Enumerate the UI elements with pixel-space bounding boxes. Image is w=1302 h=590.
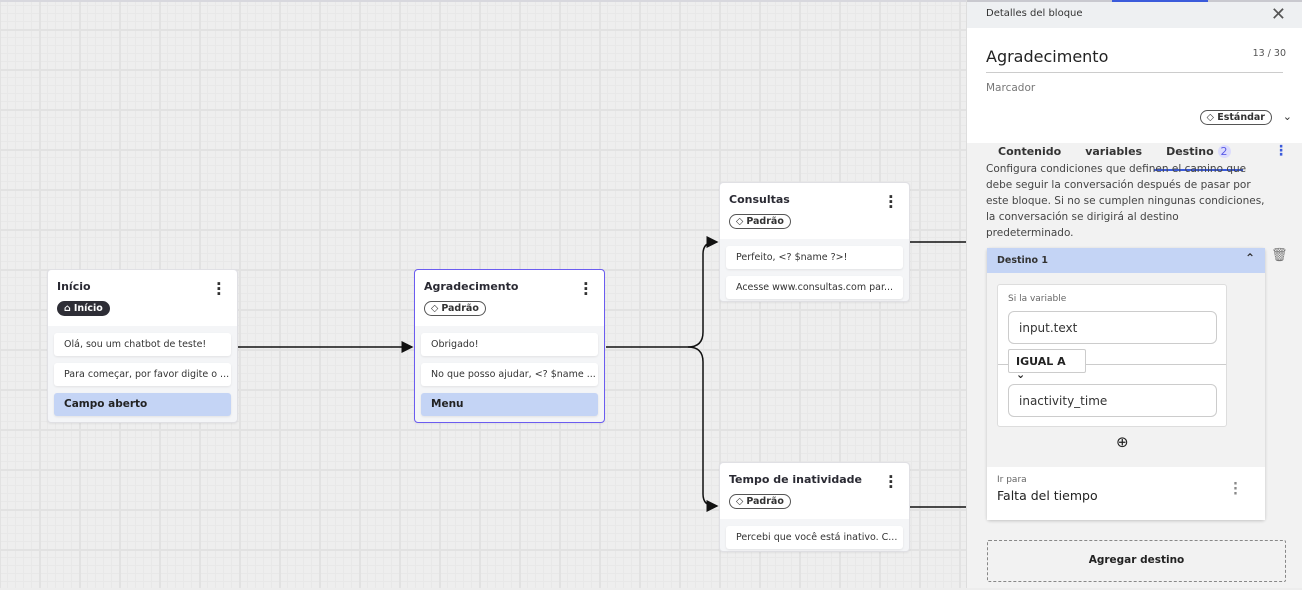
tag-label: Padrão [441, 303, 479, 314]
more-options-icon[interactable]: ··· [216, 275, 222, 303]
panel-title: Detalles del bloque [986, 8, 1083, 19]
goto-label: Ir para [997, 475, 1027, 485]
message-item[interactable]: Percebi que você está inativo. C... [726, 526, 903, 549]
edges [238, 236, 966, 512]
destination-title: Destino 1 [997, 255, 1048, 266]
goto-value: Falta del tiempo [997, 488, 1098, 503]
tab-destino[interactable]: Destino 2 [1154, 134, 1243, 171]
tag-icon: ◇ [736, 496, 744, 507]
condition-label: Si la variable [1008, 294, 1067, 304]
message-item[interactable]: Perfeito, <? $name ?>! [726, 246, 903, 269]
start-tag: ⌂Início [57, 301, 110, 316]
message-item[interactable]: Acesse www.consultas.com par... [726, 276, 903, 299]
more-options-icon[interactable]: ··· [888, 468, 894, 496]
message-item[interactable]: Olá, sou um chatbot de teste! [54, 333, 231, 356]
condition-box: Si la variable input.text IGUAL A ⌄ inac… [997, 284, 1227, 427]
tag-label: Padrão [746, 496, 784, 507]
operator-value: IGUAL A [1016, 355, 1066, 368]
chevron-up-icon[interactable]: ⌃ [1244, 251, 1255, 265]
goto-section[interactable]: Ir para Falta del tiempo ··· [987, 467, 1265, 520]
node-title: Início [57, 280, 91, 293]
more-options-icon[interactable]: ··· [1233, 477, 1238, 502]
divider [998, 364, 1226, 365]
tag-icon: ◇ [736, 216, 744, 227]
add-destination-button[interactable]: Agregar destino [987, 540, 1286, 582]
home-icon: ⌂ [64, 303, 71, 314]
destination-header[interactable]: Destino 1 ⌃ [987, 248, 1265, 273]
edge-agradecimento-tempo [687, 346, 719, 512]
message-item[interactable]: Para começar, por favor digite o ... [54, 363, 231, 386]
tab-contenido[interactable]: Contenido [998, 145, 1062, 158]
marker-label: Marcador [986, 82, 1036, 94]
flow-canvas[interactable]: Início ··· ⌂Início Olá, sou um chatbot d… [0, 0, 966, 588]
input-item[interactable]: Campo aberto [54, 393, 231, 416]
tag-badge: ◇Padrão [729, 494, 791, 509]
tag-badge: ◇Padrão [729, 214, 791, 229]
tab-variables[interactable]: variables [1085, 145, 1143, 158]
message-item[interactable]: No que posso ajudar, <? $name ... [421, 363, 598, 386]
destination-card: Destino 1 ⌃ Si la variable input.text IGU… [987, 248, 1265, 520]
destination-description: Configura condiciones que definen el cam… [986, 163, 1265, 239]
marker-select[interactable]: ◇ Estándar [1199, 110, 1272, 125]
value-input[interactable]: inactivity_time [1008, 384, 1217, 417]
node-agradecimento[interactable]: Agradecimento ··· ◇Padrão Obrigado! No q… [414, 269, 605, 423]
node-inicio[interactable]: Início ··· ⌂Início Olá, sou um chatbot d… [47, 269, 238, 423]
tag-label: Padrão [746, 216, 784, 227]
panel-header: Detalles del bloque ✕ [967, 2, 1302, 28]
marker-value: Estándar [1217, 112, 1265, 123]
node-title: Consultas [729, 193, 790, 206]
tag-icon: ◇ [431, 303, 439, 314]
node-title: Tempo de inatividade [729, 473, 863, 486]
more-options-icon[interactable]: ··· [888, 188, 894, 216]
tag-icon: ◇ [1206, 112, 1218, 123]
edge-agradecimento-consultas [606, 236, 719, 348]
more-options-icon[interactable]: ··· [583, 275, 589, 303]
close-icon[interactable]: ✕ [1270, 4, 1286, 25]
block-name-input[interactable]: Agradecimento [986, 28, 1283, 73]
panel-top-bar [967, 0, 1302, 2]
chevron-down-icon[interactable]: ⌄ [1282, 110, 1292, 123]
trash-icon[interactable]: 🗑 [1271, 248, 1288, 263]
add-condition-icon[interactable]: ⊕ [1116, 433, 1129, 451]
tab-label: Destino [1166, 145, 1214, 158]
accent-bar [1112, 0, 1208, 2]
tag-label: Início [73, 303, 103, 314]
chevron-down-icon: ⌄ [1016, 368, 1026, 381]
operator-select[interactable]: IGUAL A ⌄ [1008, 349, 1086, 381]
tag-badge: ◇Padrão [424, 301, 486, 316]
input-item[interactable]: Menu [421, 393, 598, 416]
block-details-panel: Detalles del bloque ✕ Agradecimento 13 / … [966, 0, 1302, 588]
node-consultas[interactable]: Consultas ··· ◇Padrão Perfeito, <? $name… [719, 182, 910, 302]
node-title: Agradecimento [424, 280, 519, 293]
count-badge: 2 [1217, 145, 1231, 158]
char-counter: 13 / 30 [1252, 48, 1286, 59]
variable-input[interactable]: input.text [1008, 311, 1217, 344]
message-item[interactable]: Obrigado! [421, 333, 598, 356]
node-tempo-inatividade[interactable]: Tempo de inatividade ··· ◇Padrão Percebi… [719, 462, 910, 552]
more-options-icon[interactable]: ⋮ [1274, 143, 1288, 159]
